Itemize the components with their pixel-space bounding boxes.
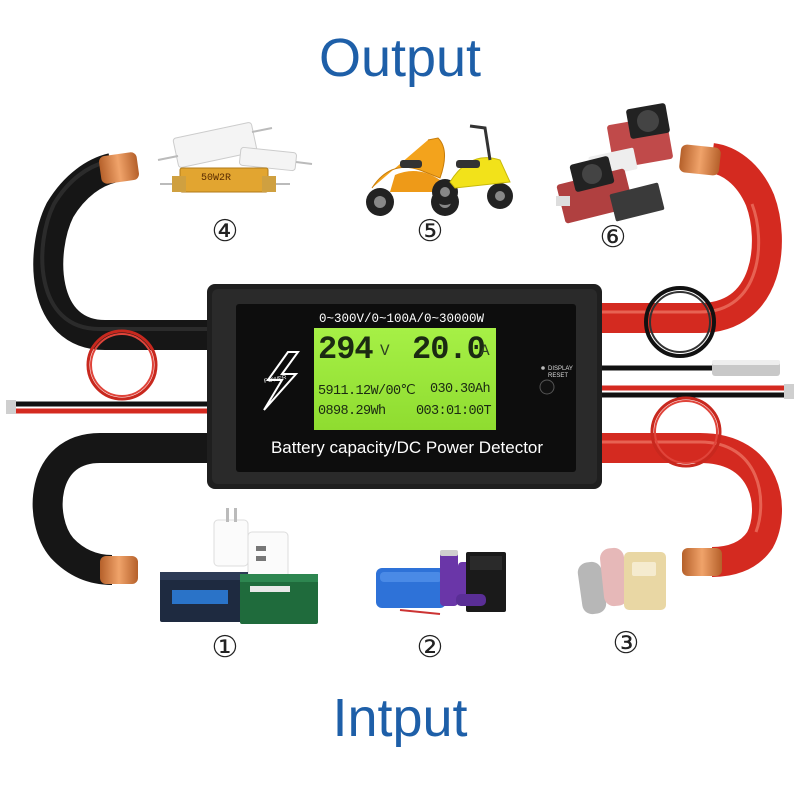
- current-unit: A: [480, 342, 490, 360]
- copper-wire-end: [679, 144, 721, 176]
- source-number-2: ②: [416, 630, 444, 665]
- black-cable-top: [33, 153, 215, 350]
- output-heading: Output: [318, 28, 482, 88]
- lithium-battery-illustration: [376, 550, 506, 615]
- input-heading: Intput: [332, 688, 468, 748]
- display-reset-button[interactable]: [539, 379, 555, 395]
- thin-wires-left: [6, 400, 215, 414]
- energy-wh-readout: 0898.29Wh: [318, 404, 386, 419]
- red-wire-coil: [650, 396, 722, 468]
- copper-wire-end: [100, 556, 138, 584]
- resistor-illustration: [157, 122, 313, 193]
- battery-charger-illustration: [160, 508, 318, 624]
- red-wire-coil: [86, 329, 158, 401]
- power-meter-device: [207, 284, 602, 489]
- voltage-value: 294: [318, 331, 374, 368]
- copper-wire-end: [99, 152, 139, 184]
- lcd-readout: 294 V 20.0 A 5911.12W/00℃ 030.30Ah 0898.…: [316, 330, 494, 428]
- black-wire-coil: [644, 286, 716, 358]
- resistor-label: 50W2R: [201, 173, 232, 184]
- power-temp-readout: 5911.12W/00℃: [318, 384, 416, 399]
- source-number-3: ③: [612, 626, 640, 661]
- power-bank-illustration: [577, 547, 666, 615]
- load-number-5: ⑤: [416, 214, 444, 249]
- capacity-ah-readout: 030.30Ah: [430, 382, 491, 397]
- scooter-illustration: [366, 124, 513, 216]
- thin-wires-right: [600, 360, 794, 399]
- electronic-load-illustration: [556, 103, 673, 224]
- lcd-screen: [314, 328, 496, 430]
- voltage-unit: V: [380, 342, 390, 360]
- button-label: DISPLAY RESET: [548, 366, 573, 379]
- black-cable-bottom: [32, 433, 215, 585]
- copper-wire-end: [682, 548, 722, 576]
- source-number-1: ①: [211, 630, 239, 665]
- power-logo-icon: [263, 351, 300, 411]
- load-number-6: ⑥: [599, 220, 627, 255]
- measurement-range: 0~300V/0~100A/0~30000W: [318, 312, 485, 326]
- device-caption: Battery capacity/DC Power Detector: [270, 438, 544, 457]
- load-number-4: ④: [211, 214, 239, 249]
- time-readout: 003:01:00T: [416, 404, 492, 419]
- red-cable-bottom: [600, 433, 782, 577]
- current-value: 20.0: [412, 331, 486, 368]
